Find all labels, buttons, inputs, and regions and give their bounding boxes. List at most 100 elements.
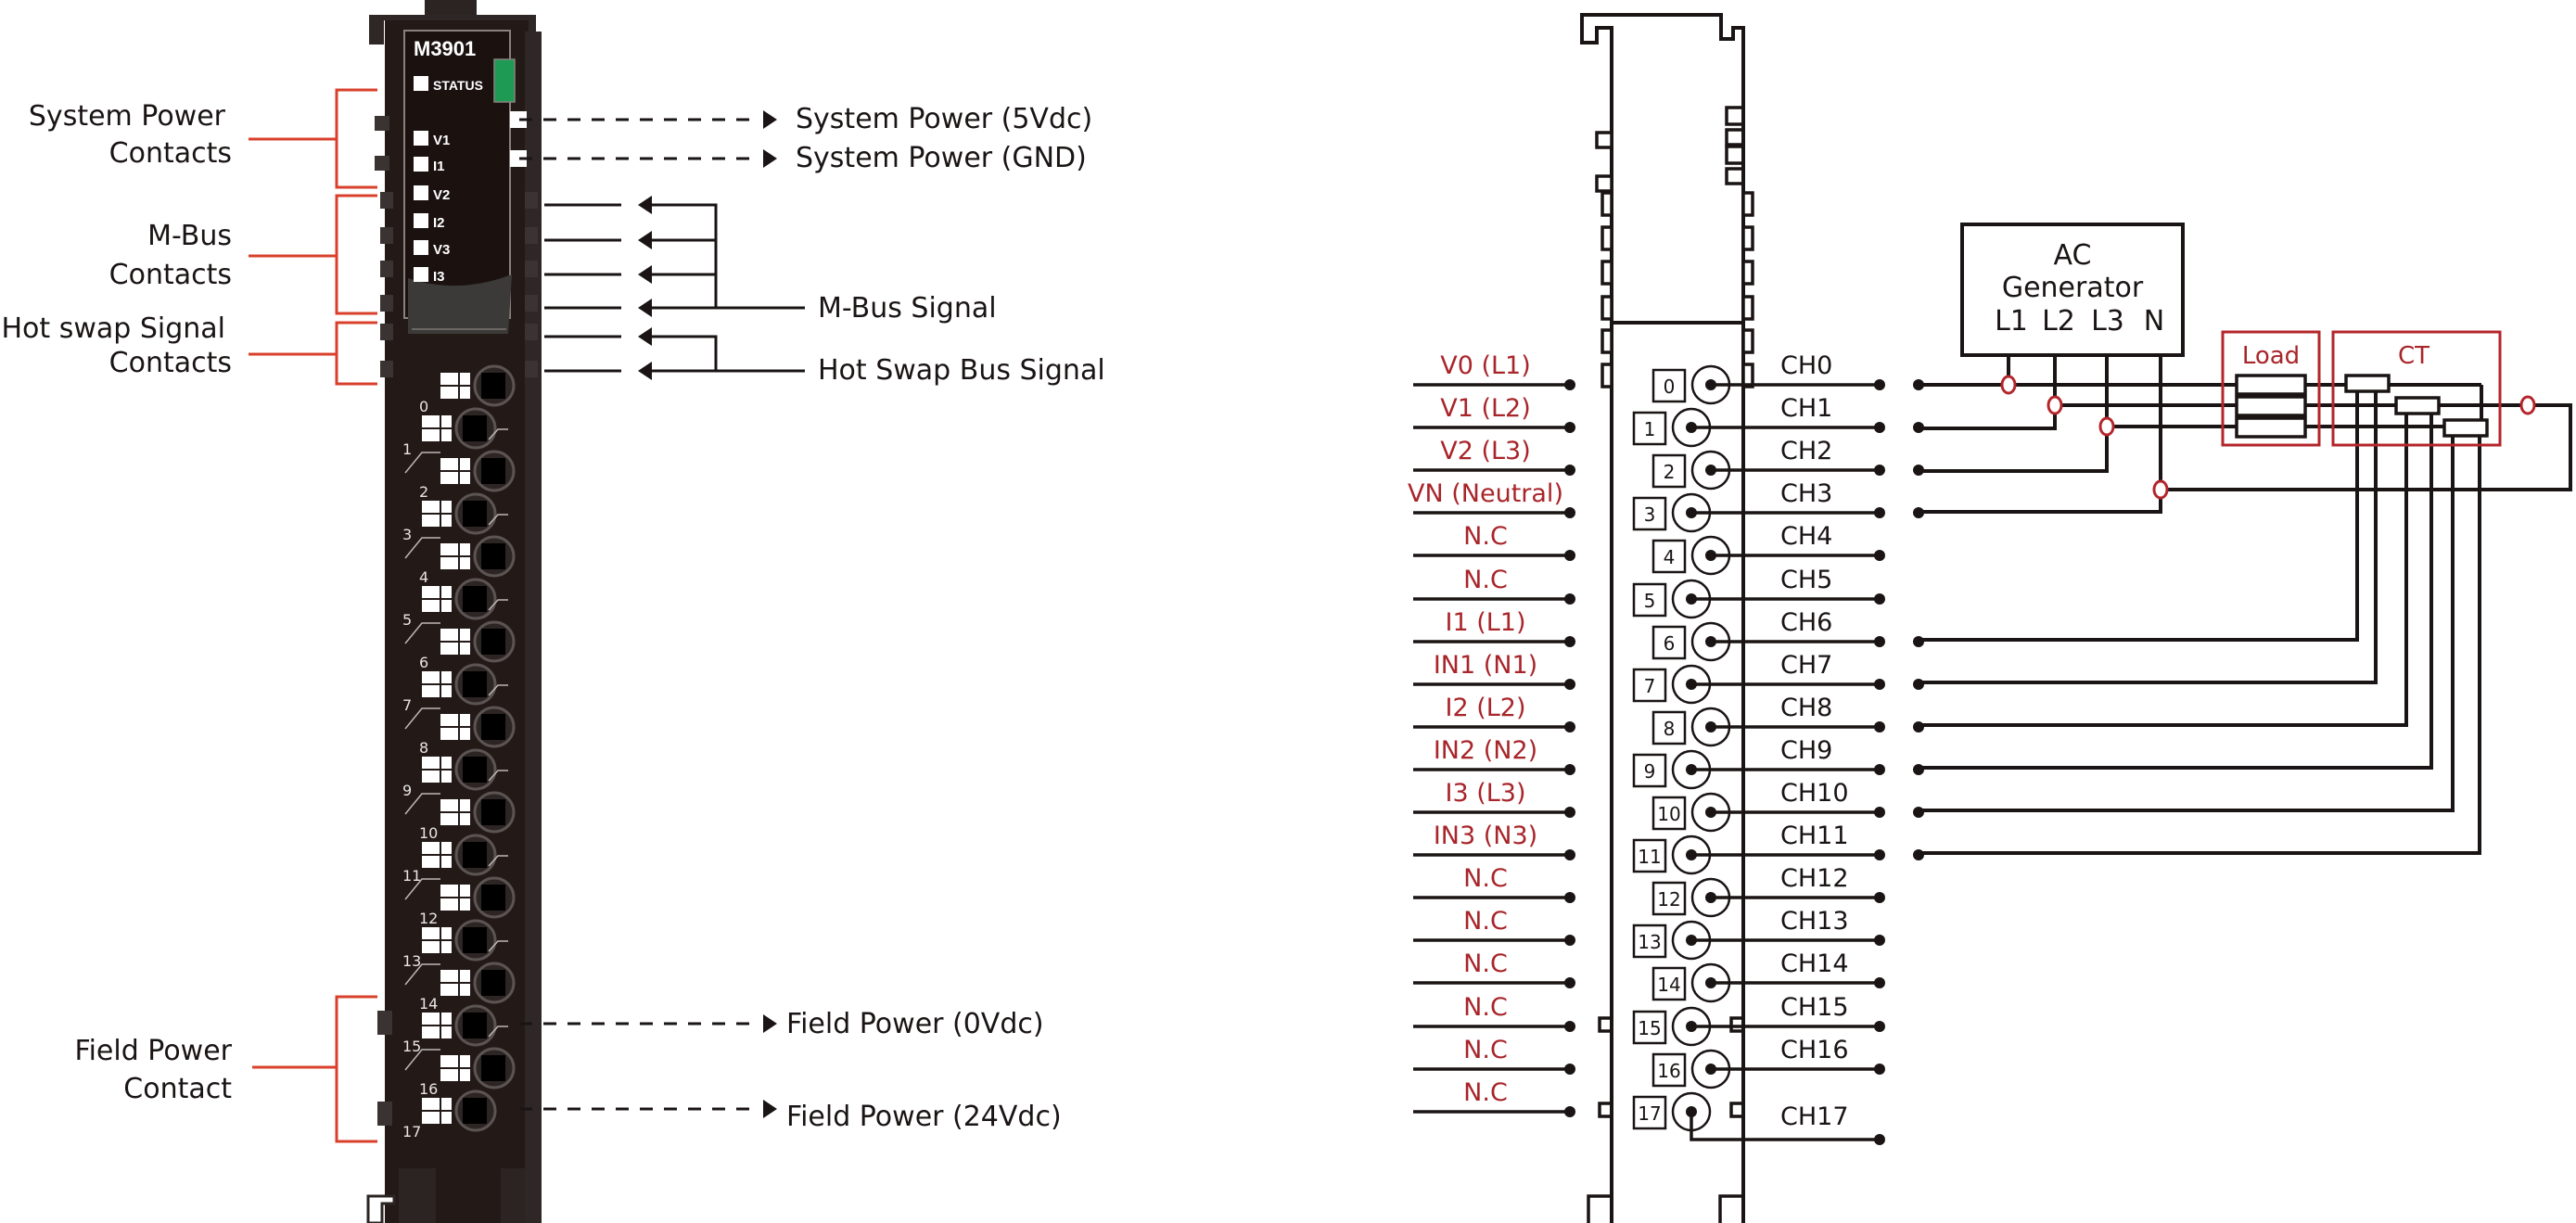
terminal: 11 — [402, 834, 508, 900]
terminal-number-box — [1632, 582, 1667, 618]
terminal-number: 8 — [1664, 718, 1676, 740]
terminal-number-box — [1651, 368, 1687, 403]
terminal-dot — [1564, 507, 1575, 518]
load-label: Load — [2242, 342, 2300, 370]
terminal-dot — [1874, 721, 1885, 733]
terminal-dot — [1564, 422, 1575, 433]
label-field-power-24v: Field Power (24Vdc) — [786, 1101, 1062, 1133]
terminal: 7 — [402, 663, 508, 730]
ct-label: CT — [2398, 342, 2429, 370]
bracket-hotswap — [335, 321, 377, 386]
terminal: 13 — [402, 919, 508, 986]
terminal-number: 7 — [402, 696, 412, 714]
terminal-dot — [1564, 636, 1575, 647]
bracket-system-power — [335, 88, 377, 189]
led-label: I1 — [433, 159, 445, 174]
schematic-contact — [1600, 295, 1613, 321]
terminal-dot — [1564, 465, 1575, 476]
bracket-mbus — [335, 194, 377, 315]
signal-label: N.C — [1463, 1078, 1508, 1107]
channel-label: CH12 — [1780, 864, 1849, 893]
terminal-dot — [1564, 1064, 1575, 1075]
arrowhead-left — [638, 299, 652, 317]
terminal-dot — [1874, 892, 1885, 903]
signal-label: N.C — [1463, 566, 1508, 594]
current-transformer: CT — [2331, 330, 2502, 447]
terminal: 0 — [419, 364, 516, 415]
terminal-number: 17 — [1638, 1102, 1661, 1125]
terminal: 15 — [402, 1004, 508, 1071]
wire-entry-icon — [481, 458, 505, 484]
arrowhead-left — [638, 265, 652, 284]
channel-label: CH15 — [1780, 993, 1849, 1022]
arrowhead-right — [763, 149, 777, 168]
wire-entry-icon — [481, 799, 505, 825]
right-contacts — [525, 192, 538, 377]
led-label: STATUS — [433, 78, 483, 93]
phase-l2: L2 — [2042, 305, 2075, 338]
terminal: 5 — [402, 578, 508, 644]
wire-entry-icon — [463, 757, 487, 783]
wire-entry-icon — [463, 842, 487, 868]
arrowheads — [638, 110, 777, 1118]
arrowhead-left — [638, 196, 652, 214]
terminal: 3 — [402, 492, 508, 559]
channel-label: CH6 — [1780, 608, 1832, 637]
terminal-number: 13 — [402, 952, 421, 970]
terminal-number: 14 — [1657, 974, 1680, 996]
terminal-number: 4 — [419, 568, 428, 586]
terminal-dot — [1874, 679, 1885, 690]
terminal-number: 1 — [402, 440, 412, 458]
terminal-number: 8 — [419, 739, 428, 757]
led-label: I2 — [433, 215, 445, 231]
terminal-dot — [1564, 1106, 1575, 1117]
schematic-contact — [1741, 260, 1754, 286]
terminal-number: 6 — [419, 654, 428, 671]
callout-label: System Power — [29, 100, 226, 133]
callout-label: Contacts — [109, 347, 232, 379]
label-hotswap-signal: Hot Swap Bus Signal — [818, 354, 1105, 387]
terminal-dot — [1874, 636, 1885, 647]
terminal: 9 — [402, 748, 508, 815]
led-indicator — [414, 131, 428, 146]
terminal: 8 — [419, 706, 516, 757]
schematic-contact — [1741, 328, 1754, 354]
channel-label: CH11 — [1780, 822, 1849, 850]
wire-entry-icon — [481, 970, 505, 996]
schematic-contact — [1741, 363, 1754, 389]
terminal-number: 16 — [419, 1080, 438, 1098]
terminal-number-box — [1651, 796, 1687, 831]
wire-entry-icon — [463, 1098, 487, 1124]
terminal: 17 — [402, 1089, 497, 1140]
signal-label: IN1 (N1) — [1434, 651, 1537, 680]
ct-box — [2331, 330, 2502, 447]
terminal-dot — [1564, 379, 1575, 390]
phase-n: N — [2144, 305, 2164, 338]
wire-entry-icon — [463, 501, 487, 527]
junction-node — [2152, 479, 2169, 500]
terminal-number-box — [1632, 1095, 1667, 1130]
wire-entry-icon — [463, 671, 487, 697]
arrowhead-right — [763, 1014, 777, 1033]
signal-label: I3 (L3) — [1445, 779, 1525, 808]
channel-label: CH17 — [1780, 1102, 1849, 1131]
terminal-number: 6 — [1664, 632, 1676, 655]
schematic-contact — [1598, 1016, 1612, 1033]
channel-label: CH4 — [1780, 522, 1832, 551]
terminal-dot — [1564, 807, 1575, 818]
led-label: V1 — [433, 133, 450, 148]
terminal-number: 16 — [1657, 1060, 1680, 1082]
terminal-number: 14 — [419, 995, 438, 1013]
terminal: 10 — [419, 791, 516, 842]
arrowhead-left — [638, 327, 652, 346]
terminal-number-box — [1651, 710, 1687, 745]
